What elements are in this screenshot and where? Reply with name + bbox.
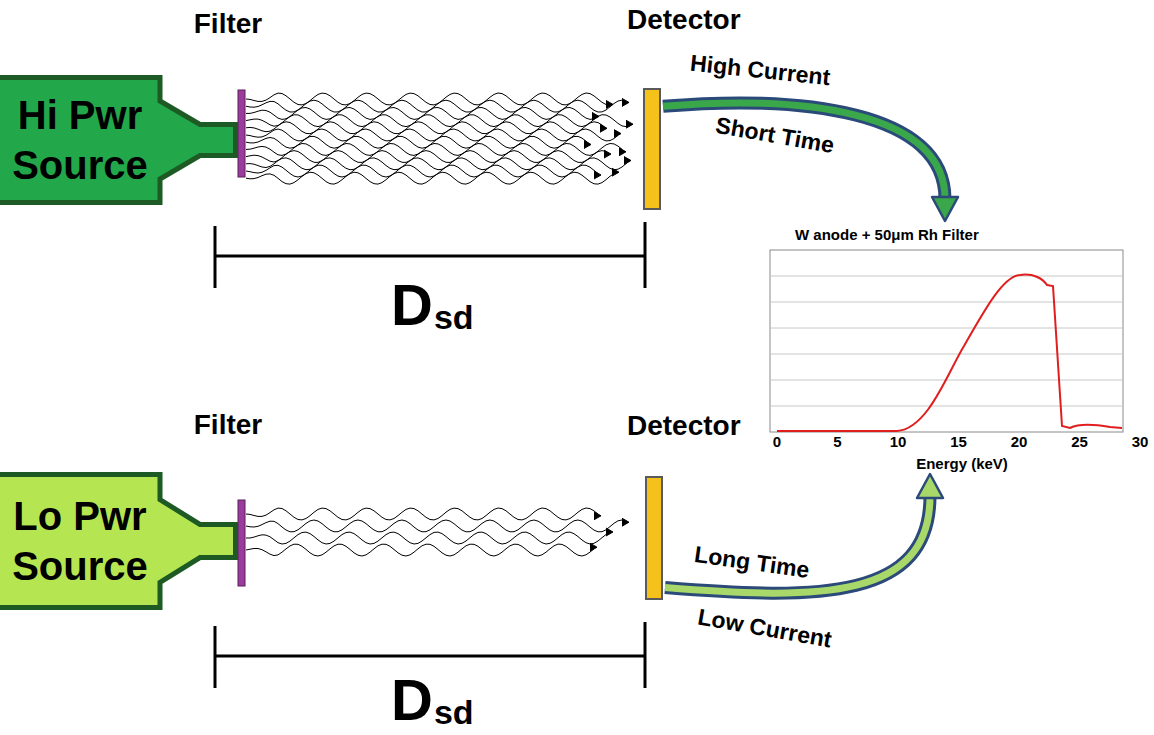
wave-arrowhead: [624, 157, 631, 165]
axis-tick: 20: [1011, 434, 1028, 449]
detector-plate: Detector: [643, 88, 661, 210]
arrow-body: [663, 103, 945, 199]
wave-arrowhead: [619, 148, 626, 156]
spectrum-plot: [770, 250, 1123, 432]
wave-arrowhead: [584, 141, 591, 149]
axis-tick: 25: [1071, 434, 1088, 449]
filter-label: Filter: [194, 411, 262, 439]
wave-arrowhead: [594, 512, 601, 520]
wave-arrowhead: [612, 168, 619, 176]
axis-tick: 10: [890, 434, 907, 449]
source-text-area: Lo Pwr Source: [0, 472, 160, 610]
distance-symbol: D: [391, 671, 433, 729]
source-box: Hi Pwr Source: [0, 75, 238, 205]
wave-arrowhead: [590, 543, 597, 551]
distance-subscript: sd: [434, 300, 474, 334]
source-text-area: Hi Pwr Source: [0, 75, 160, 205]
arrowhead: [932, 197, 958, 221]
arrow-note: High Current: [689, 51, 831, 89]
xray-wave: [246, 129, 618, 141]
arrow-note: Long Time: [693, 543, 811, 582]
xray-wave: [246, 158, 630, 170]
distance-subscript: sd: [434, 695, 474, 729]
filter-plate: [238, 500, 245, 586]
source-outline: [0, 472, 238, 610]
wave-arrowhead: [622, 98, 629, 106]
xray-wave: [246, 544, 594, 556]
xray-wave: [246, 172, 618, 184]
axis-tick: 5: [833, 434, 841, 449]
arrow-note: Low Current: [696, 605, 833, 651]
arrow-outline: [665, 496, 930, 593]
filter-label: Filter: [194, 10, 262, 38]
distance-symbol: D: [391, 276, 433, 334]
arrow-outline: [663, 103, 945, 199]
curved-arrow: [663, 103, 958, 221]
source-box: Lo Pwr Source: [0, 472, 238, 610]
detector-heading: Detector: [627, 412, 741, 440]
xray-wave: [246, 93, 610, 105]
arrow-note: Short Time: [714, 113, 836, 156]
source-shape: [0, 475, 236, 608]
xray-wave: [246, 100, 626, 112]
arrowhead: [917, 474, 943, 498]
axis-tick: 15: [950, 434, 967, 449]
axis-tick: 30: [1132, 434, 1149, 449]
filter-plate: [238, 90, 245, 177]
source-label: Hi Pwr Source: [5, 90, 155, 190]
wave-arrowhead: [614, 130, 621, 138]
xray-wave: [246, 136, 590, 148]
xray-wave: [246, 520, 626, 532]
source-shape: [0, 78, 236, 203]
xray-wave: [246, 532, 610, 544]
detector-plate: Detector: [645, 476, 663, 600]
wave-arrowhead: [622, 518, 629, 526]
xray-wave: [246, 122, 606, 134]
axis-tick: 0: [773, 434, 781, 449]
xray-wave: [246, 508, 598, 520]
axis-title: Energy (keV): [916, 456, 1008, 471]
detector-heading: Detector: [627, 6, 741, 34]
wave-arrowhead: [594, 171, 601, 179]
xray-wave: [246, 115, 630, 127]
wave-arrowhead: [626, 120, 633, 128]
spectrum-chart: W anode + 50μm Rh Filter: [748, 222, 1148, 472]
xray-wave: [246, 108, 598, 120]
chart-title: W anode + 50μm Rh Filter: [795, 226, 979, 244]
wave-arrowhead: [600, 124, 607, 132]
curved-arrow: [665, 474, 943, 593]
xray-waves: [246, 93, 633, 556]
wave-arrowhead: [604, 150, 611, 158]
xray-wave: [246, 165, 598, 177]
wave-arrowhead: [606, 528, 613, 536]
arrow-body: [665, 496, 930, 593]
source-label: Lo Pwr Source: [5, 491, 155, 591]
